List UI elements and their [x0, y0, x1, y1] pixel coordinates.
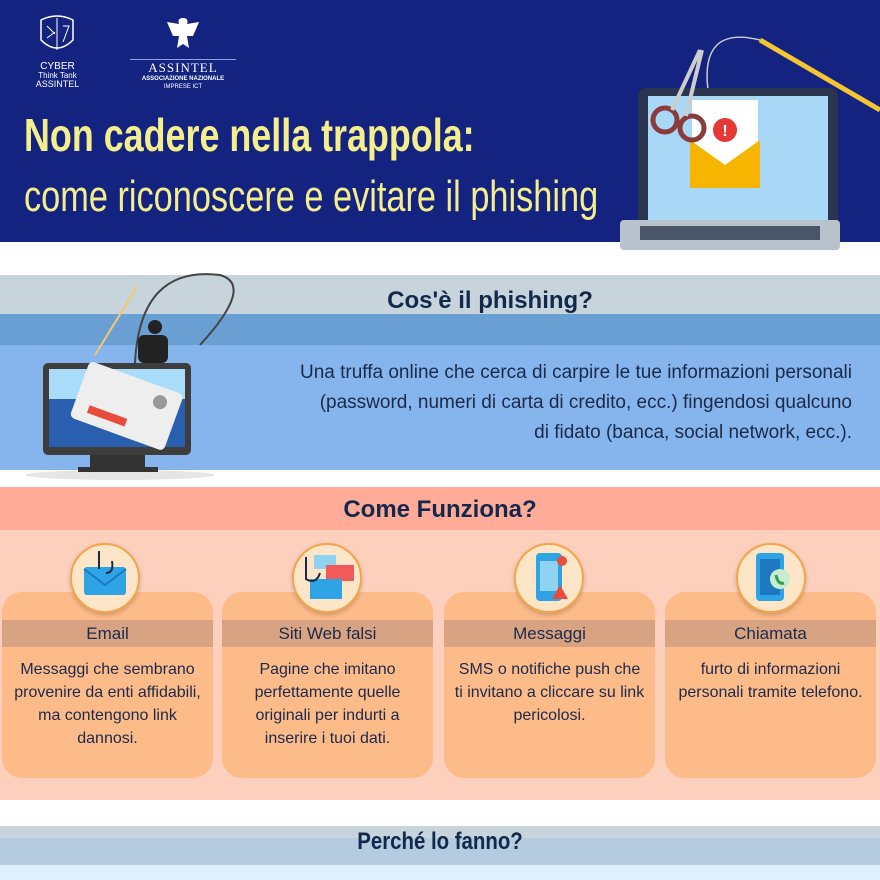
card-body: Messaggi che sembrano provenire da enti … — [14, 661, 201, 747]
laptop-phishing-illustration: ! — [620, 36, 880, 250]
what-description: Una truffa online che cerca di carpire l… — [300, 362, 853, 443]
fake-website-icon — [292, 543, 362, 613]
svg-text:!: ! — [722, 123, 727, 140]
phone-message-icon — [514, 543, 584, 613]
assintel-logo: ASSINTEL ASSOCIAZIONE NAZIONALE IMPRESE … — [130, 14, 236, 91]
fishing-rod-icon — [758, 37, 880, 113]
section-body — [0, 865, 880, 880]
login-card-icon — [70, 362, 183, 450]
card-body: furto di informazioni personali tramite … — [678, 661, 863, 701]
page-subtitle: come riconoscere e evitare il phishing — [24, 172, 599, 221]
phone-call-icon — [736, 543, 806, 613]
warning-icon — [713, 118, 737, 142]
section-header-band — [0, 487, 880, 530]
page-title: Non cadere nella trappola: — [24, 109, 475, 161]
card-title: Email — [2, 620, 213, 647]
scissors-icon — [650, 105, 680, 135]
card-title: Messaggi — [444, 620, 655, 647]
card-title: Chiamata — [665, 620, 876, 647]
eagle-icon — [167, 18, 199, 48]
card-body: SMS o notifiche push che ti invitano a c… — [454, 661, 645, 724]
fishing-rod-icon — [134, 273, 235, 364]
hacker-icon — [148, 320, 162, 334]
why-heading: Perché lo fanno? — [357, 828, 523, 855]
card-body: Pagine che imitano perfettamente quelle … — [254, 661, 401, 747]
brain-shield-icon — [40, 15, 74, 50]
card-title: Siti Web falsi — [222, 620, 433, 647]
section-band — [0, 838, 880, 865]
hacker-fishing-illustration — [25, 273, 235, 480]
card-call: Chiamata furto di informazioni personali … — [665, 592, 876, 778]
header-banner: CYBER Think Tank ASSINTEL ASSINTEL ASSOC… — [0, 0, 880, 250]
section-header-band — [0, 826, 880, 838]
email-hook-icon — [70, 543, 140, 613]
cyber-think-tank-logo: CYBER Think Tank ASSINTEL — [30, 12, 85, 89]
what-heading: Cos'è il phishing? — [387, 287, 593, 314]
how-heading: Come Funziona? — [343, 496, 537, 523]
